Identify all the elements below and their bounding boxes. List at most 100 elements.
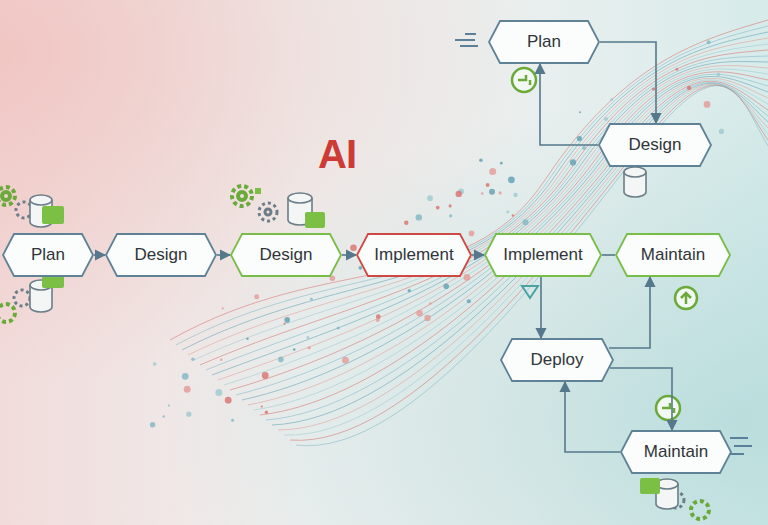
particle bbox=[464, 274, 471, 281]
particle bbox=[508, 176, 515, 183]
particle bbox=[443, 284, 449, 290]
particle bbox=[427, 195, 433, 201]
particle bbox=[577, 136, 582, 141]
stream-line bbox=[224, 69, 768, 385]
stream-line bbox=[290, 85, 768, 440]
node-label: Implement bbox=[484, 233, 602, 277]
particle bbox=[186, 412, 191, 417]
hexagon-shape bbox=[501, 339, 613, 381]
stream-line bbox=[218, 66, 768, 380]
particle bbox=[231, 419, 234, 422]
gear-icon-grey bbox=[14, 202, 684, 508]
particle bbox=[469, 231, 475, 237]
particle bbox=[359, 266, 363, 270]
stream-line bbox=[278, 84, 768, 430]
particle bbox=[278, 357, 284, 363]
node-label: Design bbox=[105, 233, 217, 277]
process-hexagon: Design bbox=[230, 233, 342, 277]
particle bbox=[499, 191, 502, 194]
particle bbox=[436, 206, 440, 210]
particle bbox=[500, 162, 503, 165]
node-label: Plan bbox=[2, 233, 94, 277]
particle bbox=[449, 204, 452, 207]
node-label: Maintain bbox=[620, 430, 732, 474]
node-label: Implement bbox=[356, 233, 472, 277]
hexagon-shape bbox=[485, 234, 601, 276]
stream-line bbox=[212, 62, 768, 375]
particle bbox=[579, 111, 581, 113]
connector bbox=[540, 277, 542, 338]
particle bbox=[168, 404, 170, 406]
particle bbox=[489, 168, 496, 175]
stream-line bbox=[284, 85, 768, 435]
particle bbox=[479, 158, 483, 162]
connector bbox=[94, 254, 105, 256]
node-label: Design bbox=[230, 233, 342, 277]
triangle-icon bbox=[522, 286, 538, 298]
process-hexagon: Design bbox=[598, 123, 712, 167]
node-label: Maintain bbox=[615, 233, 731, 277]
particle bbox=[429, 302, 432, 305]
stream-line bbox=[230, 72, 768, 390]
hexagon-shape bbox=[357, 234, 471, 276]
hexagon-shape bbox=[3, 234, 93, 276]
connector bbox=[540, 64, 598, 145]
stream-line bbox=[176, 26, 768, 345]
particle bbox=[489, 189, 495, 195]
particle bbox=[610, 98, 613, 101]
particle bbox=[350, 244, 357, 251]
particle bbox=[376, 318, 380, 322]
connector bbox=[342, 254, 356, 256]
particle bbox=[481, 192, 484, 195]
database-icon bbox=[30, 167, 678, 509]
particle bbox=[265, 411, 268, 414]
particle bbox=[254, 294, 259, 299]
particle bbox=[293, 348, 296, 351]
particle bbox=[676, 68, 679, 71]
connector bbox=[565, 382, 620, 452]
gear-icon bbox=[0, 186, 709, 519]
process-hexagon: Maintain bbox=[615, 233, 731, 277]
particle bbox=[467, 299, 471, 303]
particle bbox=[486, 183, 490, 187]
particle bbox=[184, 386, 191, 393]
particle bbox=[523, 219, 529, 225]
particle bbox=[182, 373, 189, 380]
particle bbox=[404, 221, 408, 225]
stream-line bbox=[206, 56, 768, 370]
particle bbox=[308, 346, 311, 349]
process-hexagon: Plan bbox=[2, 233, 94, 277]
particle bbox=[424, 315, 430, 321]
particle bbox=[225, 397, 232, 404]
hexagon-shape bbox=[599, 124, 711, 166]
process-hexagon: Design bbox=[105, 233, 217, 277]
particle bbox=[310, 298, 313, 301]
particle bbox=[582, 146, 586, 150]
connector bbox=[600, 42, 656, 123]
node-label: Deploy bbox=[500, 338, 614, 382]
particle bbox=[306, 336, 309, 339]
process-hexagon: Deploy bbox=[500, 338, 614, 382]
particle bbox=[337, 326, 340, 329]
badge-icon bbox=[42, 188, 660, 494]
hexagon-shape bbox=[489, 21, 599, 63]
node-label: Design bbox=[598, 123, 712, 167]
particle bbox=[153, 362, 157, 366]
hexagon-shape bbox=[231, 234, 341, 276]
particle bbox=[261, 406, 263, 408]
particle bbox=[220, 359, 222, 361]
particle bbox=[222, 307, 224, 309]
particle bbox=[719, 129, 724, 134]
title: AI bbox=[318, 132, 356, 177]
stream-line bbox=[296, 86, 768, 446]
connector bbox=[609, 277, 650, 348]
particle bbox=[449, 214, 452, 217]
connector bbox=[610, 368, 672, 430]
particle bbox=[284, 323, 286, 325]
particle bbox=[652, 88, 655, 91]
hexagon-shape bbox=[106, 234, 216, 276]
particle bbox=[513, 193, 517, 197]
particle bbox=[408, 289, 411, 292]
particle bbox=[604, 117, 608, 121]
process-hexagon: Plan bbox=[488, 20, 600, 64]
